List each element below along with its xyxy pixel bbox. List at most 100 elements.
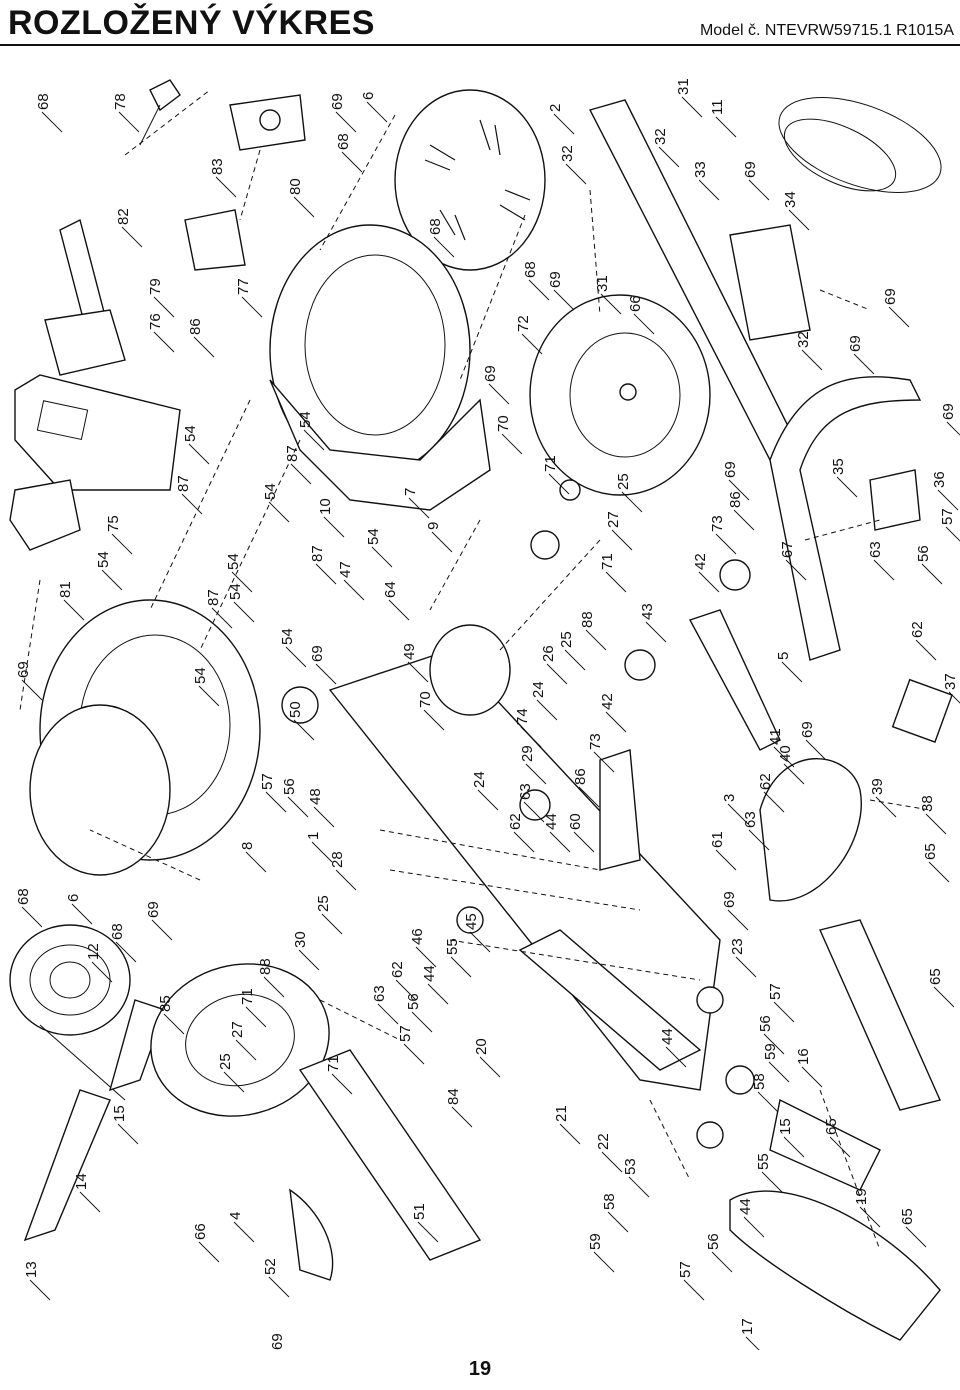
callout-58: 58: [751, 1073, 768, 1090]
callout-56: 56: [405, 993, 422, 1010]
callout-65: 65: [927, 968, 944, 985]
callout-88: 88: [579, 611, 596, 628]
assembly-line: [149, 399, 251, 611]
tube-long: [23, 1089, 111, 1242]
leader-54: [198, 685, 220, 707]
foot-plate: [518, 929, 702, 1071]
leader-42: [605, 711, 627, 733]
callout-54: 54: [279, 628, 296, 645]
leader-63: [377, 1003, 399, 1025]
leader-5: [781, 661, 803, 683]
leader-73: [715, 533, 737, 555]
callout-70: 70: [417, 691, 434, 708]
assembly-line: [589, 189, 601, 316]
callout-81: 81: [57, 581, 74, 598]
leader-55: [761, 1171, 783, 1193]
knob-stem: [139, 104, 161, 146]
leader-56: [763, 1033, 785, 1055]
leader-25: [321, 913, 343, 935]
callout-54: 54: [262, 483, 279, 500]
leader-75: [111, 533, 133, 555]
leader-58: [757, 1091, 779, 1113]
leader-66: [198, 1241, 220, 1263]
wheel-5: [696, 1121, 724, 1149]
fan-cover-bottom: [29, 704, 171, 876]
callout-6: 6: [65, 894, 82, 902]
leader-63: [873, 559, 895, 581]
callout-44: 44: [421, 965, 438, 982]
callout-64: 64: [382, 581, 399, 598]
leader-88: [263, 976, 285, 998]
callout-55: 55: [444, 938, 461, 955]
leader-56: [411, 1011, 433, 1033]
leader-31: [681, 96, 703, 118]
leader-76: [153, 331, 175, 353]
callout-57: 57: [397, 1025, 414, 1042]
fan-wheel-hub: [619, 383, 637, 401]
callout-69: 69: [799, 721, 816, 738]
callout-25: 25: [315, 895, 332, 912]
callout-5: 5: [775, 652, 792, 660]
front-base: [298, 1049, 482, 1261]
callout-57: 57: [259, 773, 276, 790]
callout-73: 73: [709, 515, 726, 532]
callout-20: 20: [473, 1038, 490, 1055]
leader-28: [335, 869, 357, 891]
callout-69: 69: [847, 335, 864, 352]
callout-66: 66: [192, 1223, 209, 1240]
callout-69: 69: [742, 161, 759, 178]
leveler-foot: [891, 678, 953, 743]
leader-25: [621, 491, 643, 513]
callout-54: 54: [95, 551, 112, 568]
callout-56: 56: [757, 1015, 774, 1032]
callout-68: 68: [427, 218, 444, 235]
callout-27: 27: [605, 511, 622, 528]
leader-44: [743, 1216, 765, 1238]
leader-63: [748, 829, 770, 851]
flywheel: [429, 624, 511, 716]
leader-73: [593, 751, 615, 773]
pedal-assembly: [729, 1190, 941, 1341]
leader-69: [853, 353, 875, 375]
console: [14, 374, 181, 491]
wheel-6: [624, 649, 656, 681]
callout-44: 44: [659, 1028, 676, 1045]
exploded-diagram: 68 78 69 6 2 31 11 83 80 68 32 32 33 69 …: [9, 78, 960, 1350]
callout-2: 2: [547, 104, 564, 112]
cable: [778, 96, 942, 194]
leader-71: [245, 1006, 267, 1028]
assembly-line: [819, 289, 871, 311]
callout-35: 35: [830, 458, 847, 475]
leader-8: [245, 851, 267, 873]
pedal-strap: [769, 1098, 881, 1191]
page-number: 19: [468, 1358, 492, 1380]
wheel-2: [456, 906, 484, 934]
assembly-line: [429, 519, 481, 611]
callout-87: 87: [309, 545, 326, 562]
callout-57: 57: [939, 508, 956, 525]
leader-13: [29, 1279, 51, 1301]
callout-30: 30: [292, 931, 309, 948]
leader-72: [521, 333, 543, 355]
leader-71: [605, 571, 627, 593]
leader-19: [859, 1206, 881, 1228]
callout-69: 69: [145, 901, 162, 918]
callout-86: 86: [187, 318, 204, 335]
leader-22: [601, 1151, 623, 1173]
leader-68: [21, 906, 43, 928]
strap-coil: [9, 924, 131, 1036]
diagram-parts: [9, 79, 953, 1341]
leader-54: [101, 569, 123, 591]
callout-68: 68: [335, 133, 352, 150]
callout-25: 25: [217, 1053, 234, 1070]
leader-27: [235, 1039, 257, 1061]
assembly-line: [389, 869, 641, 911]
callout-87: 87: [284, 445, 301, 462]
fan-cover-top: [394, 89, 546, 271]
callout-45: 45: [463, 913, 480, 930]
leader-52: [268, 1276, 290, 1298]
leader-62: [763, 791, 785, 813]
callout-27: 27: [229, 1021, 246, 1038]
leader-56: [921, 563, 943, 585]
wheel-4: [725, 1065, 755, 1095]
